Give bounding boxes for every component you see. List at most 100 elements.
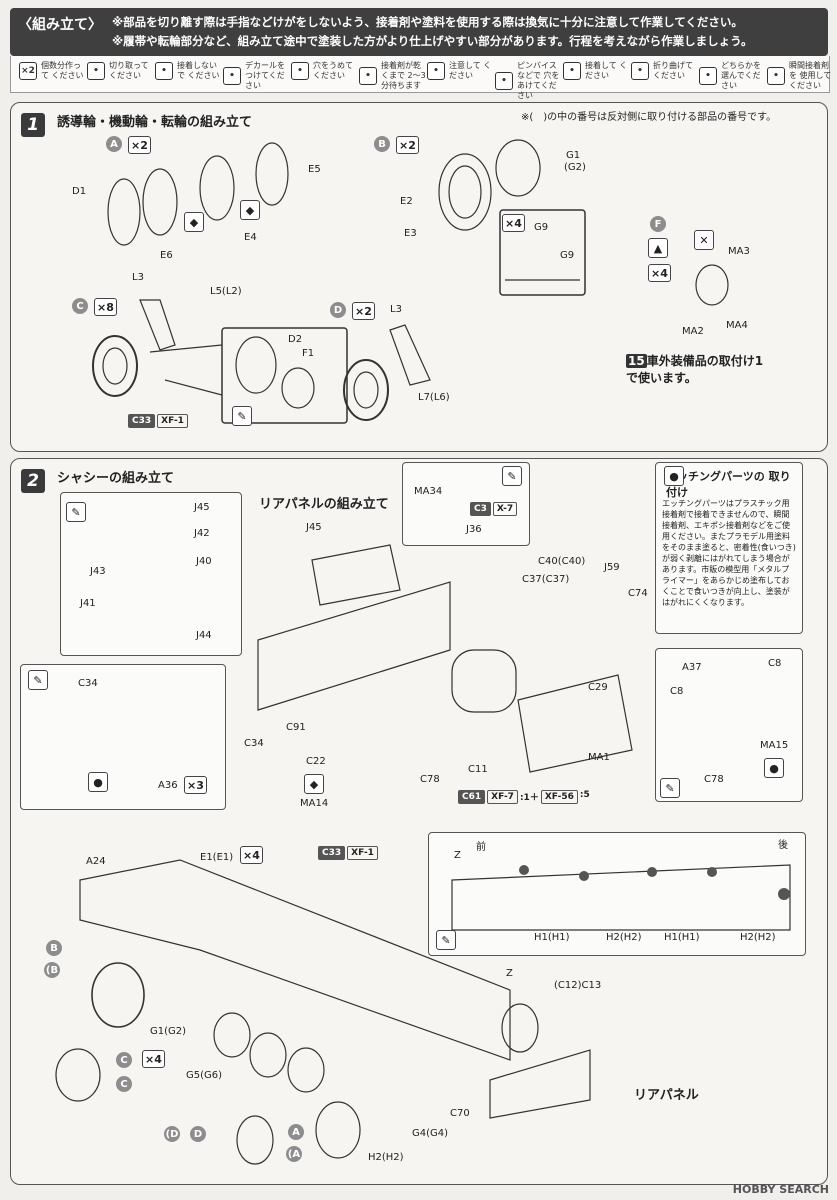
legend-text: 折り曲げて ください [653,61,693,80]
part-label: MA14 [300,798,329,809]
part-label: H2(H2) [740,932,776,943]
glue-icon: ✎ [28,670,48,690]
part-label: G9 [534,222,549,233]
etching-box [655,462,803,634]
part-label: A36 [158,780,178,791]
rear-panel-plate [257,581,451,711]
rear-panel-title: リアパネルの組み立て [259,497,389,512]
part-label: (G2) [564,162,586,173]
marker-a-alt: (A [286,1146,302,1162]
hull-plan [451,864,791,931]
part-label: E5 [308,164,321,175]
paint-color: XF-1 [347,846,378,860]
e1-qty: ×4 [240,846,263,864]
part-label: MA2 [682,326,704,337]
part-label: (C12)C13 [554,980,602,991]
part-label: J44 [196,630,212,641]
paint-color: X-7 [492,502,518,516]
step1-note: ※( )の中の番号は反対側に取り付ける部品の番号です。 [521,112,777,123]
marker-b: B [46,940,62,956]
part-label: MA4 [726,320,748,331]
glue-icon: ✎ [436,930,456,950]
legend-text: 注意して ください [449,61,492,80]
suspension-arm-d [389,324,431,386]
e4-wheel [199,155,235,221]
ma1-mesh [517,674,633,773]
part-label: J42 [194,528,210,539]
fill-hole-icon: • [291,62,309,80]
fold-icon: • [631,62,649,80]
legend-item: •ピンバイスなどで 穴をあけてください [495,61,563,101]
road-wheel-d [343,359,389,421]
section-title: 〈組み立て〉 [18,17,102,33]
marker-d: D [190,1126,206,1142]
part-label: C74 [628,588,648,599]
legend-text: 接着して ください [585,61,628,80]
part-label: E6 [160,250,173,261]
part-label: C78 [704,774,724,785]
legend-text: どちらかを 選んでください [721,61,761,90]
dry-icon: • [359,67,377,85]
legend-text: 穴をうめて ください [313,61,353,80]
legend-text: 接着しないで ください [177,61,220,80]
f1-part [281,367,315,409]
step1-number: 1 [21,113,45,137]
group-f-qty: ×4 [648,264,671,282]
step1-title: 誘導輪・機動輪・転輪の組み立て [57,115,253,130]
part-label: D1 [72,186,87,197]
cut-icon: • [87,62,105,80]
paint-spec-c3: C3 X-7 [470,502,518,516]
step1-drawings [92,139,729,424]
group-c-qty: ×8 [94,298,117,316]
instructions-header: 〈組み立て〉 ※部品を切り離す際は手指などけがをしないよう、接着剤や塗料を使用す… [10,8,828,56]
legend-text: 接着剤が乾くまで 2〜3分待ちます [381,61,426,90]
paint-color: XF-1 [157,414,188,428]
part-label: F1 [302,348,315,359]
paint-color: XF-56 [540,790,578,804]
fold-icon: ▲ [648,238,668,258]
paint-code: C61 [458,790,486,804]
group-c-marker: C [72,298,88,314]
a36-qty: ×3 [184,776,207,794]
part-label: H1(H1) [534,932,570,943]
group-b-marker: B [374,136,390,152]
glue-icon: ✎ [502,466,522,486]
part-label: L5(L2) [210,286,242,297]
group-a-qty: ×2 [128,136,151,154]
step2-title: シャシーの組み立て [57,471,175,486]
part-label: J43 [90,566,106,577]
part-label: C8 [768,658,782,669]
part-label: MA3 [728,246,750,257]
rear-panel-bottom [489,1049,591,1119]
d2-part [235,336,277,394]
sprocket-b [91,962,145,1028]
ref-step-number: 15 [626,354,647,368]
detail-box [221,327,348,424]
rear-panel-label: リアパネル [634,1088,699,1103]
part-label: C34 [78,678,98,689]
glue-icon: ✎ [660,778,680,798]
legend-item: •切り取って ください [87,61,155,81]
watermark: HOBBY SEARCH [732,1183,829,1196]
part-label: C11 [468,764,488,775]
part-label: MA34 [414,486,443,497]
either-icon: ◆ [240,200,260,220]
part-label: J36 [466,524,482,535]
part-label: C70 [450,1108,470,1119]
part-label: C29 [588,682,608,693]
idler-rear [501,1003,539,1053]
d1-rim [107,178,141,246]
c11-drum [451,649,517,713]
legend-item: •接着しないで ください [155,61,223,81]
etch-parts-box [655,648,803,802]
instant-glue-icon: ● [764,758,784,778]
hull-front-label: 前 [476,842,486,853]
marker-d-alt: (D [164,1126,180,1142]
part-label: J41 [80,598,96,609]
paint-ratio: :5 [579,790,590,800]
legend-item: •穴をうめて ください [291,61,359,81]
e6-wheel [142,168,178,236]
